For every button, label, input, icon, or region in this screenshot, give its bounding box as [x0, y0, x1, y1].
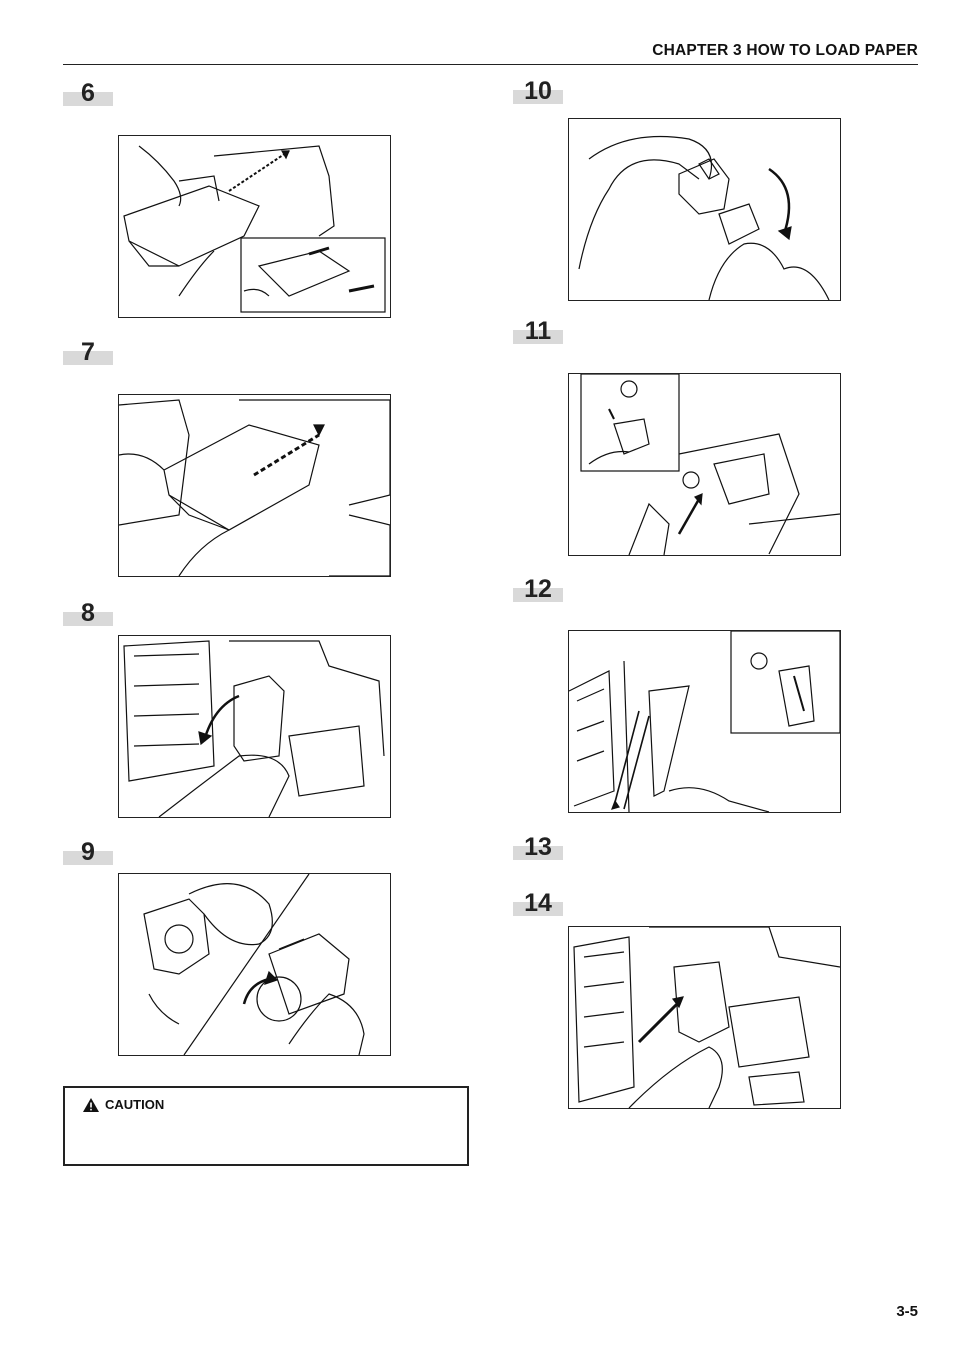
warning-triangle-icon — [83, 1097, 99, 1112]
header-rule — [63, 64, 918, 65]
step-12-marker: 12 — [513, 575, 563, 603]
step-10-marker: 10 — [513, 77, 563, 105]
step-8-marker: 8 — [63, 599, 113, 627]
step-14-marker: 14 — [513, 889, 563, 917]
step-11-number: 11 — [524, 317, 552, 345]
step-8-illustration — [118, 635, 391, 818]
step-6-marker: 6 — [63, 79, 113, 107]
step-11-illustration — [568, 373, 841, 556]
step-6-illustration — [118, 135, 391, 318]
step-10-number: 10 — [524, 77, 552, 105]
step-14-illustration — [568, 926, 841, 1109]
step-11-marker: 11 — [513, 317, 563, 345]
step-14-number: 14 — [524, 889, 552, 917]
step-13-number: 13 — [524, 833, 552, 861]
caution-heading: CAUTION — [83, 1097, 164, 1112]
step-9-marker: 9 — [63, 838, 113, 866]
step-13-marker: 13 — [513, 833, 563, 861]
step-10-illustration — [568, 118, 841, 301]
step-8-number: 8 — [81, 599, 95, 627]
step-7-illustration — [118, 394, 391, 577]
step-12-illustration — [568, 630, 841, 813]
caution-box: CAUTION — [63, 1086, 469, 1166]
step-7-number: 7 — [81, 338, 95, 366]
step-9-number: 9 — [81, 838, 95, 866]
step-6-number: 6 — [81, 79, 95, 107]
page-number: 3-5 — [896, 1303, 918, 1320]
step-7-marker: 7 — [63, 338, 113, 366]
caution-label: CAUTION — [105, 1097, 165, 1112]
step-12-number: 12 — [524, 575, 552, 603]
page-header-title: CHAPTER 3 HOW TO LOAD PAPER — [652, 42, 918, 59]
step-9-illustration — [118, 873, 391, 1056]
